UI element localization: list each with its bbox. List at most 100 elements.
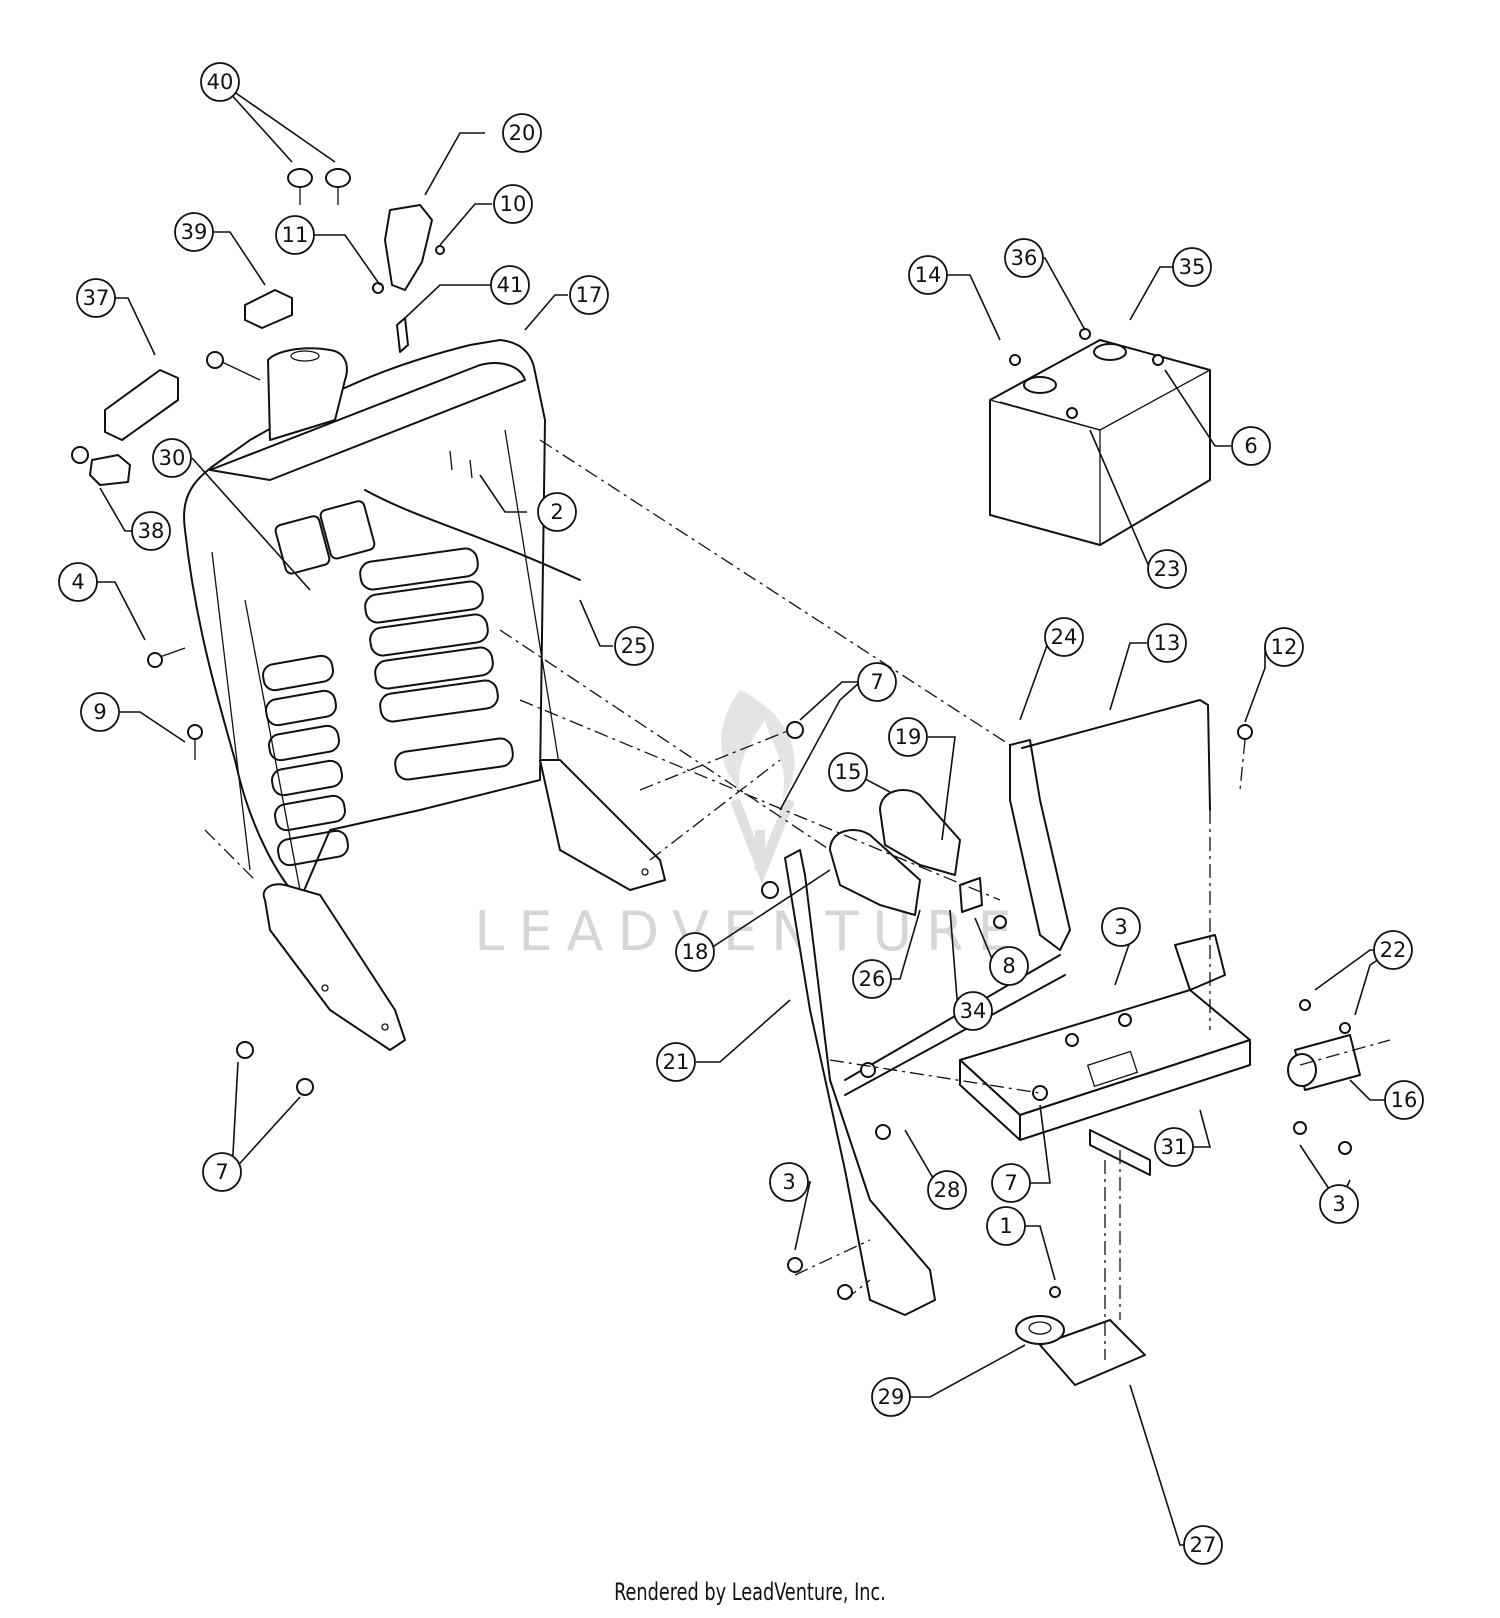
throttle-lever: [384, 204, 433, 291]
callout-label: 17: [576, 283, 603, 307]
callout-label: 20: [509, 121, 536, 145]
callout-39: 39: [174, 212, 214, 252]
callout-20: 20: [502, 113, 542, 153]
callout-label: 29: [878, 1385, 905, 1409]
callout-label: 26: [859, 967, 886, 991]
callout-16: 16: [1384, 1080, 1424, 1120]
callout-label: 41: [497, 273, 524, 297]
callout-41: 41: [490, 265, 530, 305]
fasteners-left: [147, 245, 473, 1096]
callout-label: 25: [621, 634, 648, 658]
callout-7: 7: [857, 662, 897, 702]
callout-label: 30: [159, 446, 186, 470]
callout-label: 2: [550, 500, 563, 524]
footer-credit: Rendered by LeadVenture, Inc.: [614, 1578, 886, 1606]
callout-label: 4: [71, 570, 84, 594]
callout-25: 25: [614, 626, 654, 666]
callout-18: 18: [675, 932, 715, 972]
callout-34: 34: [953, 991, 993, 1031]
callout-22: 22: [1373, 930, 1413, 970]
battery: [989, 328, 1211, 546]
callout-label: 7: [870, 670, 883, 694]
callout-label: 1: [999, 1214, 1012, 1238]
callout-label: 13: [1154, 631, 1181, 655]
callout-label: 19: [895, 725, 922, 749]
callout-6: 6: [1231, 426, 1271, 466]
keys: [287, 168, 351, 205]
callout-40: 40: [200, 62, 240, 102]
callout-label: 31: [1161, 1135, 1188, 1159]
callout-label: 12: [1271, 635, 1298, 659]
callout-24: 24: [1044, 617, 1084, 657]
callout-19: 19: [888, 717, 928, 757]
callout-23: 23: [1147, 549, 1187, 589]
callout-36: 36: [1004, 238, 1044, 278]
callout-35: 35: [1172, 247, 1212, 287]
assembly-lines: [204, 439, 1391, 1360]
callout-3: 3: [1319, 1184, 1359, 1224]
callout-3: 3: [1101, 907, 1141, 947]
callout-11: 11: [275, 215, 315, 255]
callout-7: 7: [991, 1163, 1031, 1203]
callout-label: 9: [93, 700, 106, 724]
callout-label: 3: [782, 1170, 795, 1194]
callout-12: 12: [1264, 627, 1304, 667]
switch-39: [244, 289, 293, 329]
callout-label: 7: [1004, 1171, 1017, 1195]
callout-label: 39: [181, 220, 208, 244]
callout-3: 3: [769, 1162, 809, 1202]
callout-label: 11: [282, 223, 309, 247]
callouts: 40 20 10 11 39 41 17 37 30 2 38 4 25 9 7…: [58, 62, 1424, 1565]
grille-slots: [262, 547, 514, 867]
callout-label: 16: [1391, 1088, 1418, 1112]
callout-7: 7: [202, 1152, 242, 1192]
callout-38: 38: [131, 511, 171, 551]
callout-13: 13: [1147, 623, 1187, 663]
callout-label: 27: [1190, 1533, 1217, 1557]
callout-31: 31: [1154, 1127, 1194, 1167]
switch-38: [89, 454, 131, 486]
callout-label: 40: [207, 70, 234, 94]
callout-4: 4: [58, 562, 98, 602]
callout-label: 23: [1154, 557, 1181, 581]
callout-label: 3: [1332, 1192, 1345, 1216]
callout-label: 35: [1179, 255, 1206, 279]
callout-29: 29: [871, 1377, 911, 1417]
callout-label: 34: [960, 999, 987, 1023]
callout-label: 14: [915, 263, 942, 287]
callout-27: 27: [1183, 1525, 1223, 1565]
callout-label: 18: [682, 940, 709, 964]
callout-14: 14: [908, 255, 948, 295]
callout-15: 15: [828, 752, 868, 792]
callout-label: 10: [500, 192, 527, 216]
callout-label: 36: [1011, 246, 1038, 270]
callout-26: 26: [852, 959, 892, 999]
callout-label: 24: [1051, 625, 1078, 649]
frame-assembly: [761, 699, 1361, 1386]
callout-label: 28: [934, 1178, 961, 1202]
callout-21: 21: [656, 1042, 696, 1082]
callout-label: 7: [215, 1160, 228, 1184]
callout-28: 28: [927, 1170, 967, 1210]
switch-37: [104, 369, 179, 441]
callout-label: 38: [138, 519, 165, 543]
callout-17: 17: [569, 275, 609, 315]
callout-37: 37: [76, 278, 116, 318]
hood-assembly: [183, 339, 666, 1051]
callout-label: 6: [1244, 434, 1257, 458]
callout-label: 21: [663, 1050, 690, 1074]
callout-label: 15: [835, 760, 862, 784]
callout-9: 9: [80, 692, 120, 732]
callout-label: 3: [1114, 915, 1127, 939]
callout-label: 22: [1380, 938, 1407, 962]
watermark: LEADVENTURE: [474, 690, 1025, 963]
callout-8: 8: [989, 946, 1029, 986]
watermark-text: LEADVENTURE: [474, 900, 1025, 963]
lever-bracket: [396, 317, 409, 353]
callout-2: 2: [537, 492, 577, 532]
callout-30: 30: [152, 438, 192, 478]
callout-label: 37: [83, 286, 110, 310]
callout-label: 8: [1002, 954, 1015, 978]
callout-10: 10: [493, 184, 533, 224]
